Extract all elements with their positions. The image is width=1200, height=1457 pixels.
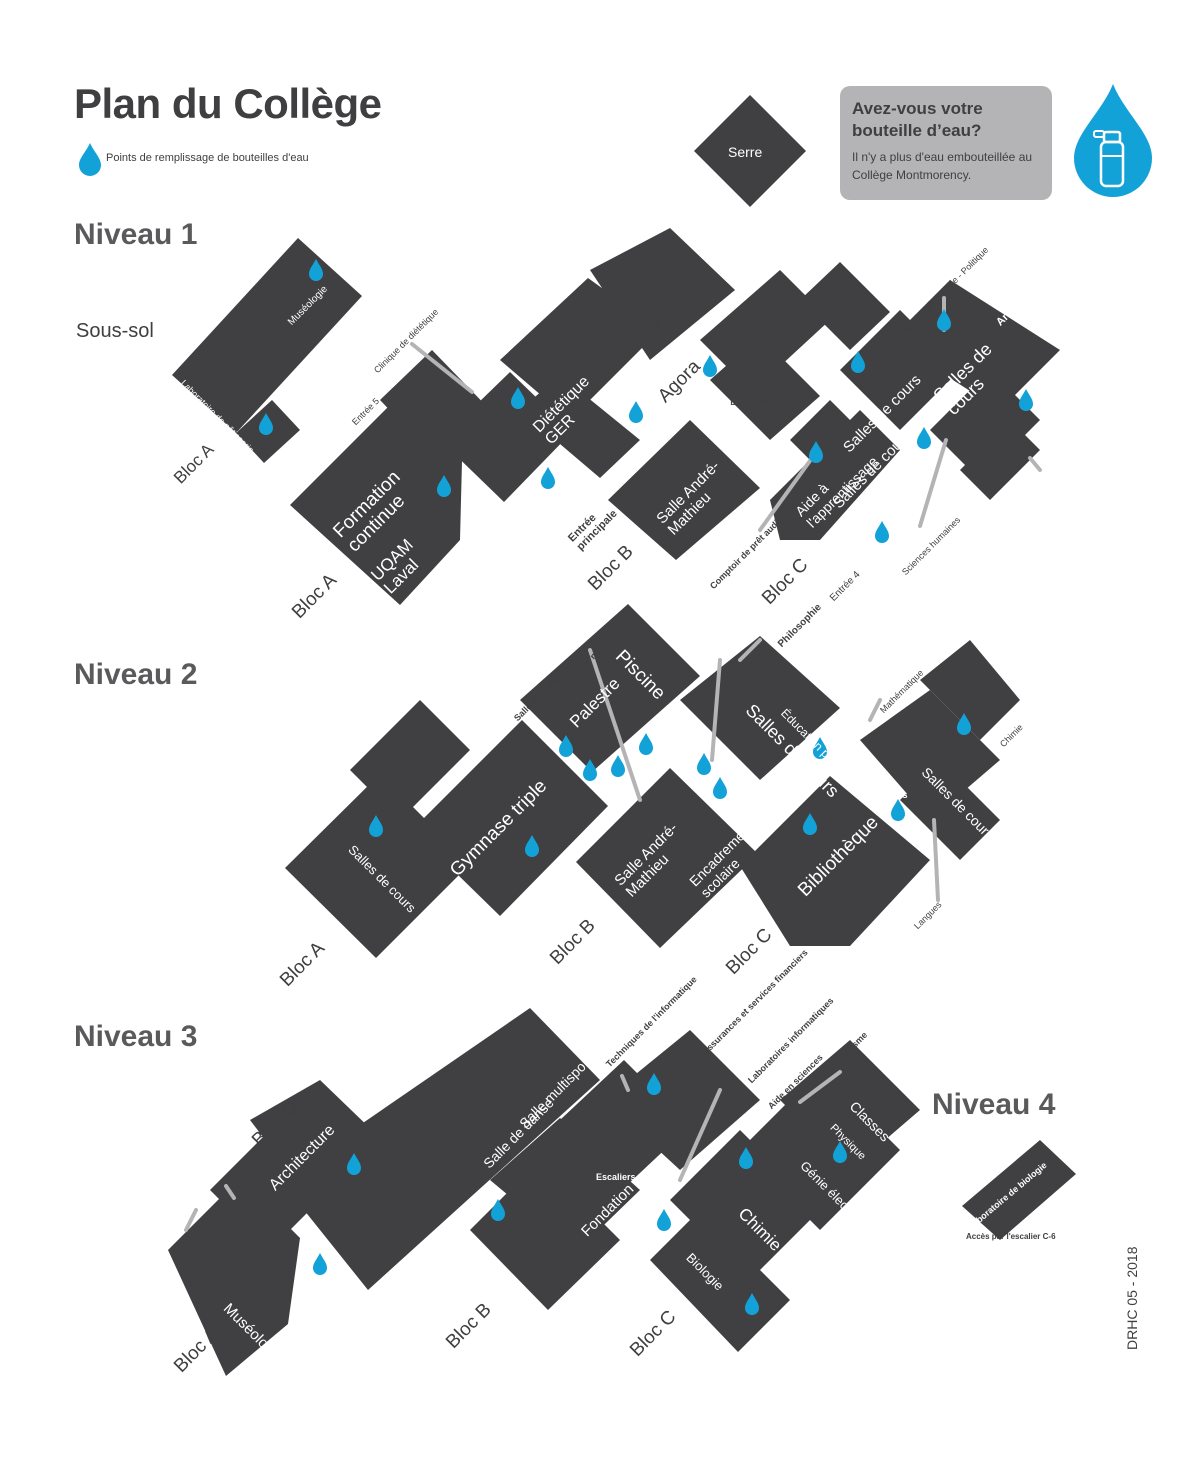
bloc-b-level3 xyxy=(470,1160,620,1310)
level-3-title: Niveau 3 xyxy=(74,1020,198,1053)
label-escaliers-level3: Escaliers xyxy=(596,1172,636,1182)
document-code: DRHC 05 - 2018 xyxy=(1124,1246,1140,1351)
callout-heading: Avez-vous votre bouteille d’eau? xyxy=(852,99,983,140)
basement-label: Sous-sol xyxy=(76,320,154,342)
palestre-piscine xyxy=(520,604,700,772)
basement-wing xyxy=(172,238,362,433)
bloc-b-level1 xyxy=(608,420,760,560)
level4-biology-lab xyxy=(962,1140,1076,1240)
level-2-title: Niveau 2 xyxy=(74,658,198,691)
water-bottle-icon xyxy=(1074,84,1152,197)
label-cafeteria: Cafétéria xyxy=(604,316,661,332)
level-4-title: Niveau 4 xyxy=(932,1088,1056,1121)
water-bottle-callout: Avez-vous votre bouteille d’eau? Il n'y … xyxy=(840,86,1052,200)
page-title: Plan du Collège xyxy=(74,80,382,127)
architecture xyxy=(250,1080,376,1194)
salle-danse-multisports xyxy=(280,1008,600,1290)
bibliotheque xyxy=(740,776,930,946)
gymnase-triple xyxy=(412,720,608,916)
label-acces-escalier: Accès par l'escalier C-6 xyxy=(966,1232,1056,1241)
greenhouse-building xyxy=(694,95,806,207)
level-1-title: Niveau 1 xyxy=(74,218,198,251)
label-serre: Serre xyxy=(728,144,763,160)
bloc-c-level3 xyxy=(650,1210,790,1352)
callout-body: Il n'y a plus d'eau embouteillée au Coll… xyxy=(852,150,1033,182)
label-escaliers-level1: Escaliers xyxy=(730,396,775,408)
legend-label: Points de remplissage de bouteilles d'ea… xyxy=(106,152,309,164)
label-escaliers-level2: Escaliers xyxy=(868,790,908,800)
bloc-b-level2 xyxy=(576,768,758,948)
bloc-a-level1 xyxy=(290,397,462,605)
water-drop-icon xyxy=(79,143,101,176)
